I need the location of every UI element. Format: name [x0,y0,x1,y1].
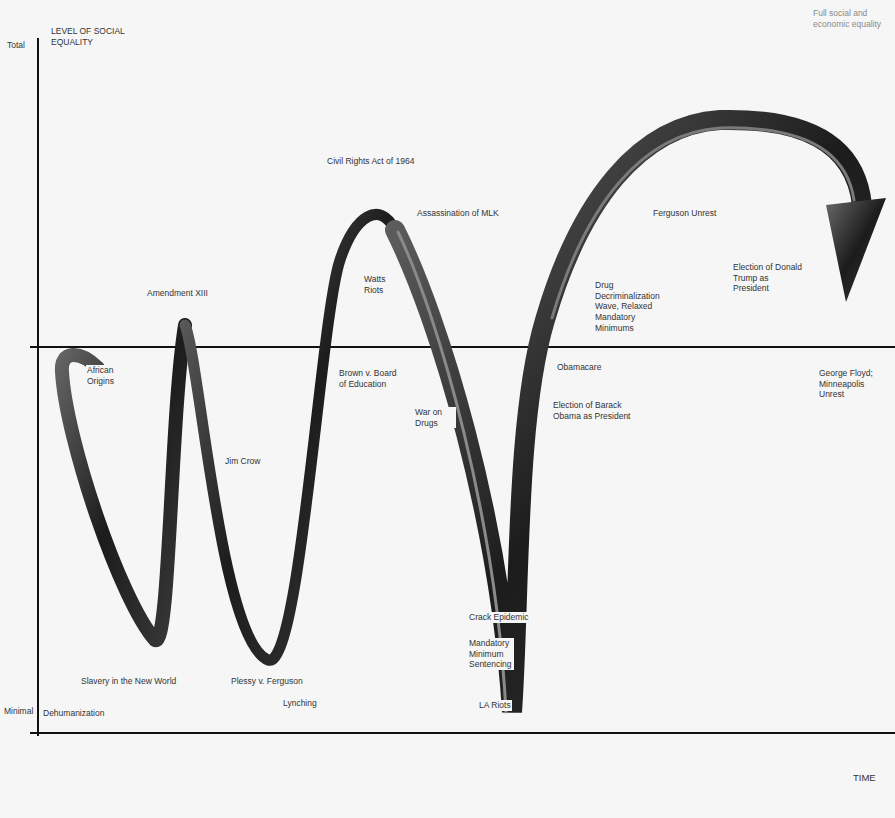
ribbon-segment [62,325,185,640]
axis-title: LEVEL OF SOCIAL EQUALITY [50,26,142,47]
axis-label: Full social and economic equality [812,8,884,29]
y-axis [37,38,39,736]
event-label: Amendment XIII [146,288,209,299]
event-label: Dehumanization [42,708,105,719]
axis-title: TIME [852,772,877,784]
event-label: Ferguson Unrest [652,208,717,219]
event-label: Obamacare [556,362,602,373]
event-label: Election of Donald Trump as President [732,262,806,294]
arrow-head [826,198,886,302]
event-label: George Floyd; Minneapolis Unrest [818,368,890,400]
axis-label: Minimal [3,706,34,717]
event-label: Jim Crow [224,456,261,467]
event-label: Drug Decriminalization Wave, Relaxed Man… [594,280,666,333]
ribbon-segment [395,120,862,712]
event-label: Crack Epidemic [468,612,530,623]
midline [30,346,895,348]
event-label: Mandatory Minimum Sentencing [468,638,514,670]
event-label: African Origins [86,365,130,386]
event-label: Plessy v. Ferguson [230,676,304,687]
x-axis [30,732,895,734]
event-label: Civil Rights Act of 1964 [326,156,415,167]
event-label: Assassination of MLK [416,208,500,219]
event-label: Slavery in the New World [80,676,177,687]
event-label: Lynching [282,698,318,709]
event-label: LA Riots [478,700,512,711]
event-label: Election of Barack Obama as President [552,400,634,421]
axis-label: Total [6,40,26,51]
event-label: Brown v. Board of Education [338,368,406,389]
event-label: War on Drugs [414,407,456,428]
ribbon [62,120,862,712]
event-label: Watts Riots [363,274,399,295]
